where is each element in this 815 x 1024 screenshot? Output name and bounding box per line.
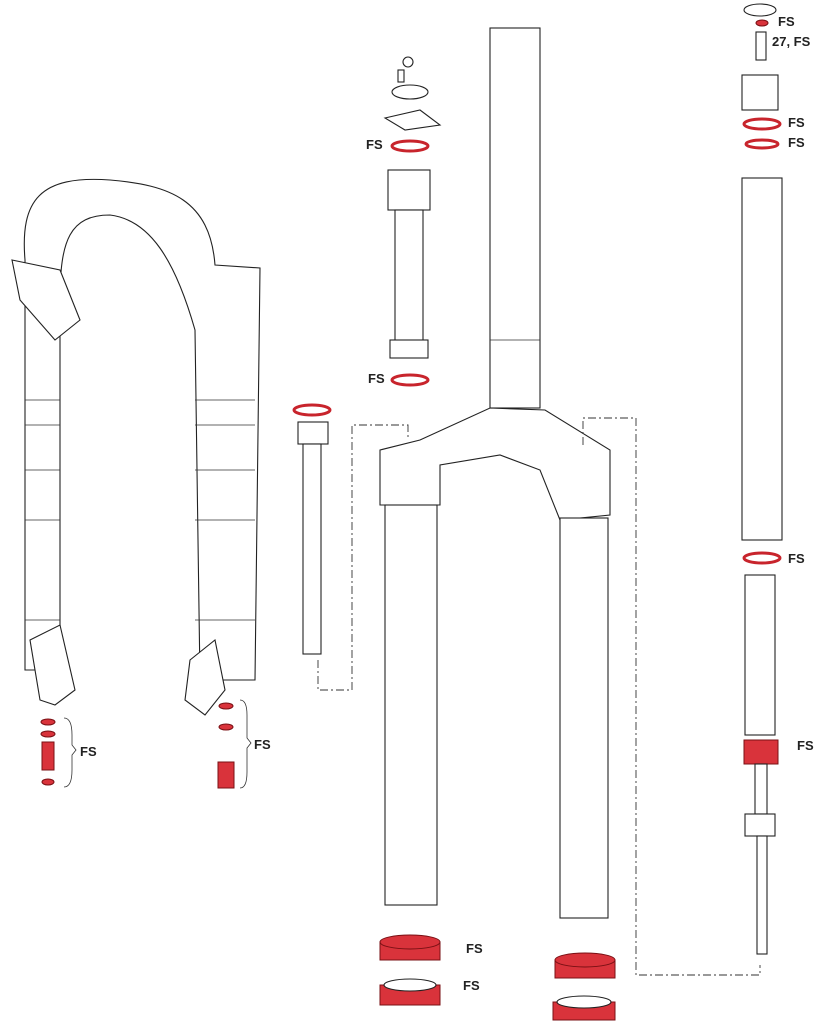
label-topcap-oring-1: FS [788,115,805,130]
lower-leg-assembly [11,178,261,716]
label-topcap-oring-2: FS [788,135,805,150]
wiper-seals [379,934,616,1021]
damper-assembly [741,3,783,955]
label-right-dropout-parts: FS [254,737,271,752]
label-damper-bottom-seal: FS [368,371,385,386]
air-spring-top [383,56,442,387]
label-top-valve-seal: FS [778,14,795,29]
air-shaft [292,403,409,691]
label-left-dropout-parts: FS [80,744,97,759]
label-foam-ring: FS [463,978,480,993]
label-damper-piston-seal: FS [797,738,814,753]
label-valve: 27, FS [772,34,811,49]
label-lower-tube-seal: FS [788,551,805,566]
crown-steerer-uppers [379,27,761,976]
left-dropout-parts [40,699,252,789]
label-dust-seal: FS [466,941,483,956]
label-damper-top-seal: FS [366,137,383,152]
